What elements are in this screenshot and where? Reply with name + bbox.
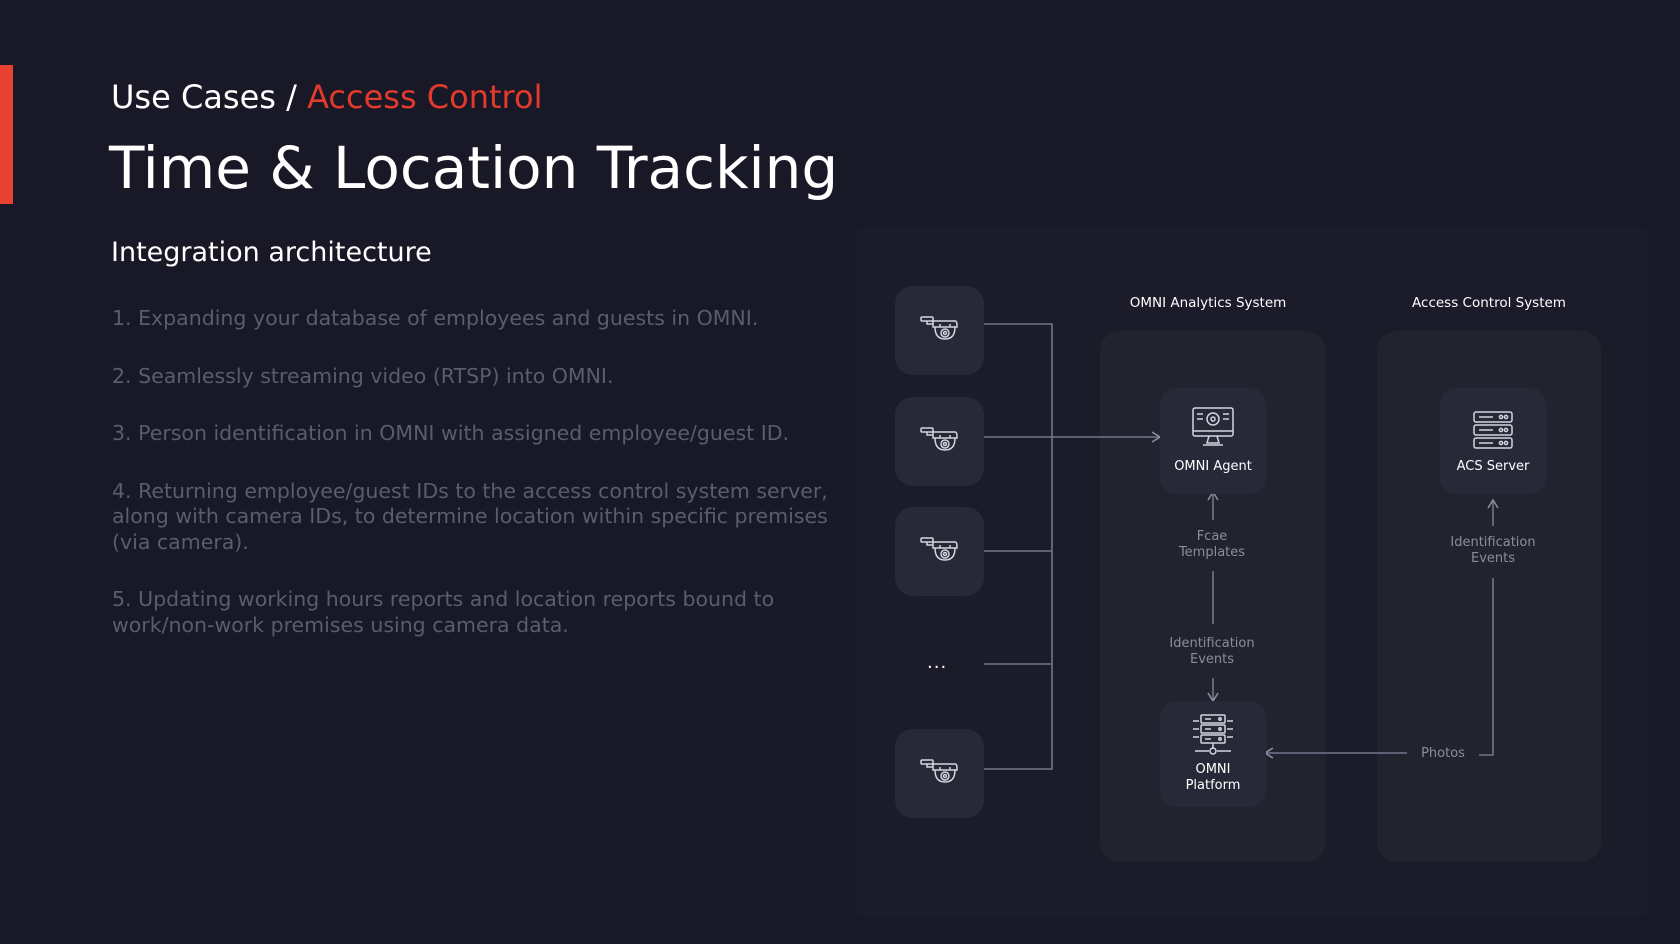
step-item: 5. Updating working hours reports and lo… — [112, 587, 775, 637]
face-templates-line2: Templates — [1178, 545, 1246, 560]
breadcrumb-separator: / — [275, 78, 308, 116]
acs-identification-events-line1: Identification — [1450, 535, 1536, 550]
acs-server-node[interactable]: ACS Server — [1440, 388, 1546, 494]
camera-card[interactable] — [895, 397, 984, 486]
monitor-icon — [1192, 407, 1234, 446]
breadcrumb-root[interactable]: Use Cases — [111, 78, 276, 116]
security-camera-icon — [919, 426, 958, 451]
step-item: 2. Seamlessly streaming video (RTSP) int… — [112, 363, 614, 388]
security-camera-icon — [919, 536, 958, 561]
accent-bar — [0, 65, 13, 204]
face-templates-line1: Fcae — [1196, 529, 1228, 544]
step-item: 1. Expanding your database of employees … — [112, 306, 759, 330]
omni-platform-label-line1: OMNI — [1195, 762, 1231, 777]
camera-card[interactable] — [895, 286, 984, 375]
steps-list: 1. Expanding your database of employees … — [112, 306, 832, 670]
step-item: 4. Returning employee/guest IDs to the a… — [112, 478, 828, 554]
identification-events-line2: Events — [1189, 652, 1234, 667]
omni-platform-node[interactable]: OMNI Platform — [1160, 701, 1266, 807]
camera-bus-line — [984, 323, 1053, 770]
section-title: Integration architecture — [111, 237, 432, 268]
acs-server-label: ACS Server — [1456, 459, 1530, 474]
omni-platform-label-line2: Platform — [1185, 778, 1241, 793]
camera-card[interactable] — [895, 507, 984, 596]
server-network-icon — [1193, 714, 1233, 755]
omni-agent-label: OMNI Agent — [1174, 459, 1252, 474]
omni-platform-label: OMNI Platform — [1160, 762, 1266, 794]
camera-card[interactable] — [895, 729, 984, 818]
face-templates-label: Fcae Templates — [1179, 529, 1245, 561]
identification-events-label: Identification Events — [1169, 636, 1254, 668]
breadcrumb-current: Access Control — [307, 78, 543, 116]
identification-events-line1: Identification — [1169, 636, 1255, 651]
step-item: 3. Person identification in OMNI with as… — [112, 421, 790, 445]
more-cameras-ellipsis: ... — [927, 652, 948, 673]
security-camera-icon — [919, 315, 958, 340]
acs-identification-events-line2: Events — [1470, 551, 1515, 566]
omni-system-label: OMNI Analytics System — [1129, 295, 1287, 311]
acs-system-label: Access Control System — [1412, 295, 1566, 311]
breadcrumb: Use Cases / Access Control — [111, 78, 542, 116]
acs-identification-events-label: Identification Events — [1450, 535, 1535, 567]
page-title: Time & Location Tracking — [109, 134, 839, 202]
photos-label: Photos — [1421, 746, 1465, 761]
security-camera-icon — [919, 758, 958, 783]
omni-agent-node[interactable]: OMNI Agent — [1160, 388, 1266, 494]
server-rack-icon — [1473, 411, 1513, 449]
